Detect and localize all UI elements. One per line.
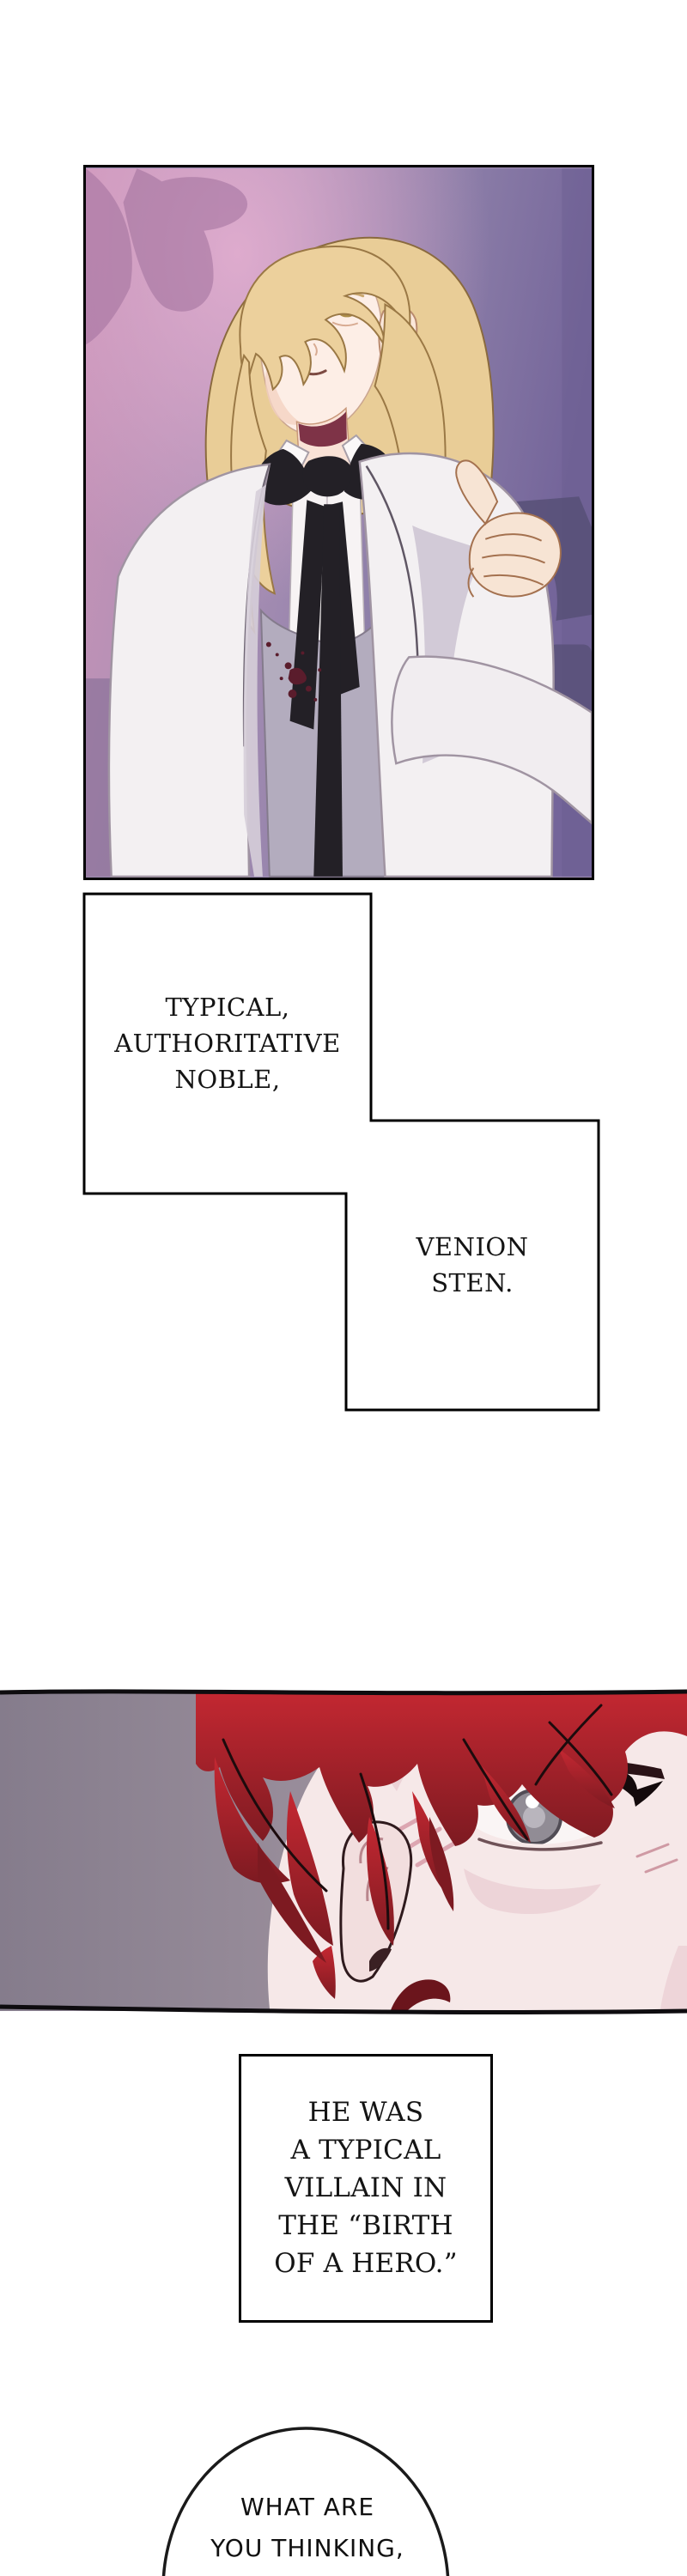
bow-tie xyxy=(255,443,394,877)
caption-line: STEN. xyxy=(431,1268,514,1297)
caption-line: HE WAS xyxy=(307,2097,424,2128)
hair-bangs xyxy=(239,246,411,392)
hand xyxy=(455,459,562,598)
caption-union-outline xyxy=(82,892,600,1412)
sleeve-forearm xyxy=(391,655,592,825)
caption-line: OF A HERO.” xyxy=(274,2248,458,2279)
portrait-illustration xyxy=(86,168,592,878)
caption-line: VILLAIN IN xyxy=(284,2172,447,2203)
caption-villain: HE WAS A TYPICAL VILLAIN IN THE “BIRTH O… xyxy=(239,2093,493,2282)
bubble-line: YOU THINKING, xyxy=(210,2534,404,2562)
speech-bubble xyxy=(161,2427,450,2576)
bubble-line: IMPEDING xyxy=(177,2569,438,2576)
cheek-shadow xyxy=(264,363,303,425)
caption-line: NOBLE, xyxy=(174,1065,281,1094)
panel-border-top xyxy=(0,1689,687,1696)
tree-silhouettes xyxy=(86,168,248,345)
caption-venion: VENION STEN. xyxy=(346,1229,599,1301)
panel-border-bottom xyxy=(0,2004,687,2014)
caption-boxes-stepped xyxy=(82,892,600,1412)
caption-line: TYPICAL, xyxy=(165,993,290,1022)
caption-line: AUTHORITATIVE xyxy=(114,1029,341,1058)
hair-tip-bottom xyxy=(390,1979,451,2011)
lower-lash xyxy=(477,1838,603,1851)
caption-noble: TYPICAL, AUTHORITATIVE NOBLE, xyxy=(84,989,371,1097)
speech-bubble-text: WHAT ARE YOU THINKING, IMPEDING xyxy=(177,2487,438,2576)
panel-portrait xyxy=(83,165,594,880)
caption-line: A TYPICAL xyxy=(290,2135,441,2166)
neck-shadow xyxy=(298,411,347,447)
panel-glare xyxy=(0,1689,687,2014)
bubble-line: WHAT ARE xyxy=(240,2493,375,2521)
blood-splatter xyxy=(265,641,322,702)
hair-linework xyxy=(222,1704,613,1930)
caption-line: VENION xyxy=(416,1232,529,1261)
cheek-shade xyxy=(464,1868,601,1915)
portrait-figure xyxy=(107,236,592,878)
temple-lines xyxy=(635,1843,678,1874)
caption-line: THE “BIRTH xyxy=(278,2210,453,2241)
glare-hair xyxy=(196,1692,687,2011)
speech-bubble-outline xyxy=(161,2427,450,2576)
nose-line xyxy=(313,343,318,356)
caption-villain-box xyxy=(239,2054,493,2323)
